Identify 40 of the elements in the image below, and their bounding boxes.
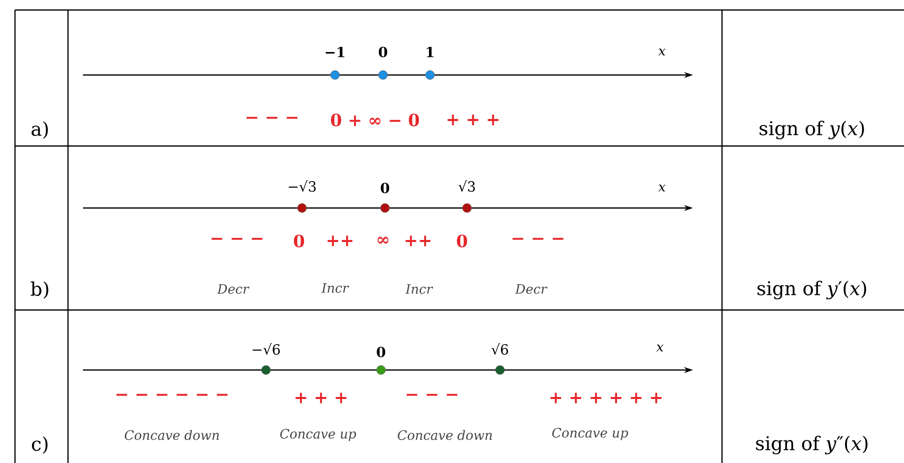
sign-text: 0 + ∞ − 0 xyxy=(330,114,420,126)
sign-text: − − − xyxy=(212,238,262,240)
interval-label: Concave down xyxy=(398,430,492,440)
axis-label: x xyxy=(658,48,666,56)
sign-text: − − − − − − xyxy=(116,394,228,396)
sign-text: + + + + + + xyxy=(550,392,662,404)
interval-label: Incr xyxy=(321,283,350,293)
sign-text: ∞ xyxy=(378,236,388,244)
sign-text: 0 xyxy=(294,234,304,248)
interval-label: Incr xyxy=(405,284,434,294)
interval-label: Decr xyxy=(515,284,548,294)
sign-text: 0 xyxy=(456,234,468,248)
tick-label: √3 xyxy=(458,180,475,192)
row-label: a) xyxy=(32,121,48,139)
column-label: sign of y′(x) xyxy=(758,280,866,300)
tick-label: √6 xyxy=(492,343,508,355)
sign-text: ++ xyxy=(406,236,430,246)
tick-label: −1 xyxy=(326,46,344,58)
row-label: c) xyxy=(32,436,48,454)
column-label: sign of y(x) xyxy=(760,120,864,140)
sign-text: ++ xyxy=(328,236,352,246)
tick-label: 0 xyxy=(380,182,390,194)
tick-label: 0 xyxy=(376,346,386,358)
sign-text: − − − xyxy=(406,394,458,396)
interval-label: Concave up xyxy=(552,428,628,440)
sign-text: + + + xyxy=(448,114,498,126)
interval-label: Decr xyxy=(217,284,250,294)
sign-text: + + + xyxy=(296,392,346,404)
tick-label: 1 xyxy=(426,46,434,58)
tick-label: −√3 xyxy=(288,180,316,192)
tick-label: 0 xyxy=(378,46,388,58)
row-label: b) xyxy=(30,281,48,299)
sign-text: − − − xyxy=(246,116,298,119)
interval-label: Concave down xyxy=(124,430,219,440)
sign-text: − − − xyxy=(512,238,564,240)
column-label: sign of y″(x) xyxy=(756,436,868,454)
interval-label: Concave up xyxy=(280,428,356,442)
axis-label: x xyxy=(656,344,664,352)
axis-label: x xyxy=(658,184,666,192)
tick-label: −√6 xyxy=(252,343,280,355)
